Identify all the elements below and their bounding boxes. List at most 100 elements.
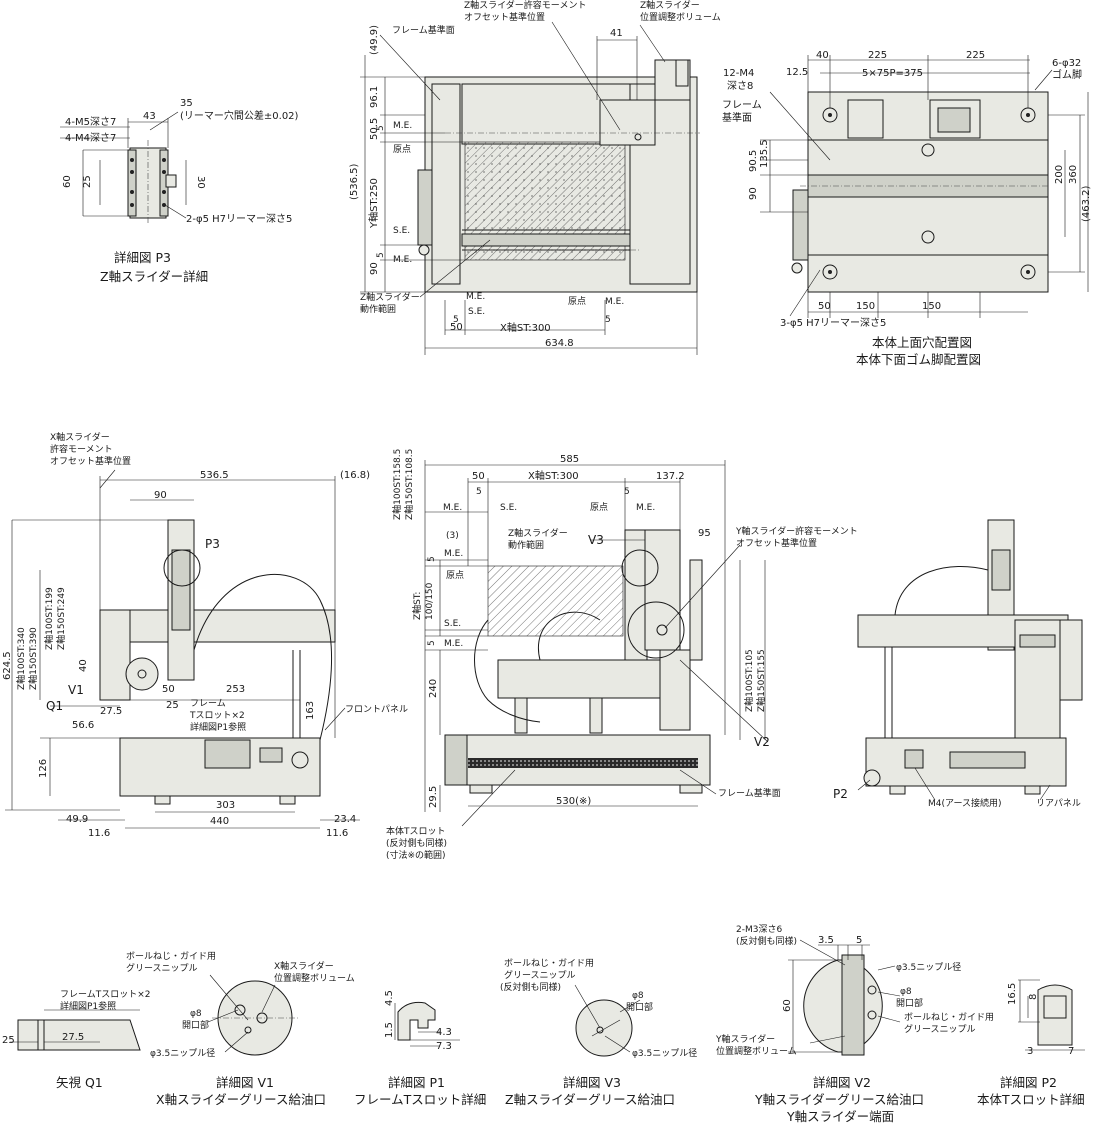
front-label: P3 — [205, 537, 220, 551]
rear-label: P2 — [833, 787, 848, 801]
detail-v2 — [788, 939, 901, 1056]
hole-label: 225 — [966, 50, 985, 61]
v3-label: (反対側も同様) — [500, 981, 561, 993]
side-label: M.E. — [443, 503, 462, 513]
v1-label: φ3.5ニップル径 — [150, 1047, 215, 1059]
p3-caption: Z軸スライダー詳細 — [100, 269, 208, 284]
top-label: Z軸スライダー許容モーメント — [464, 0, 586, 11]
top-label: 41 — [610, 28, 623, 39]
p1-caption: フレームTスロット詳細 — [354, 1092, 486, 1107]
side-label: (寸法※の範囲) — [386, 849, 446, 861]
v2-label: 3.5 — [818, 935, 834, 946]
top-label: 原点 — [568, 296, 586, 307]
front-label: (16.8) — [340, 470, 370, 481]
front-label: オフセット基準位置 — [50, 455, 131, 467]
front-label: Z軸100ST:340 — [15, 627, 27, 690]
side-label: 原点 — [446, 570, 464, 581]
top-label: 動作範囲 — [360, 303, 396, 315]
side-label: S.E. — [444, 619, 461, 629]
side-label: 本体Tスロット — [386, 825, 446, 837]
side-label: 5 — [427, 556, 437, 562]
top-label: M.E. — [393, 255, 412, 265]
top-view — [360, 21, 700, 355]
p1-label: 7.3 — [436, 1041, 452, 1052]
p2-label: 8 — [1028, 994, 1039, 1000]
top-label: フレーム基準面 — [392, 24, 455, 36]
rear-label: M4(アース接続用) — [928, 797, 1002, 809]
side-label: Z軸ST: — [411, 592, 423, 620]
v2-label: 60 — [782, 999, 793, 1012]
side-label: 137.2 — [656, 471, 685, 482]
v2-label: (反対側も同様) — [736, 935, 797, 947]
top-label: 位置調整ボリューム — [640, 11, 721, 23]
top-label: X軸ST:300 — [500, 321, 551, 334]
detail-p3 — [60, 111, 187, 225]
front-label: フレーム — [190, 698, 226, 709]
v2-label: 開口部 — [896, 997, 923, 1009]
p1-label: 1.5 — [384, 1022, 395, 1038]
side-label: Y軸スライダー許容モーメント — [735, 525, 858, 537]
hole-label: 5×75P=375 — [862, 68, 923, 79]
side-label: フレーム基準面 — [718, 787, 781, 799]
front-label: 40 — [78, 659, 89, 672]
side-label: 29.5 — [428, 786, 439, 808]
front-label: 許容モーメント — [50, 443, 113, 455]
hole-caption: 本体下面ゴム脚配置図 — [856, 352, 981, 367]
p3-label: 43 — [143, 111, 156, 122]
hole-label: 150 — [856, 301, 875, 312]
front-label: X軸スライダー — [50, 431, 110, 443]
side-label: 100/150 — [425, 582, 435, 620]
v1-caption: 詳細図 V1 — [216, 1075, 274, 1090]
v2-label: Y軸スライダー — [715, 1033, 775, 1045]
top-label: M.E. — [393, 121, 412, 131]
side-label: Z軸150ST:108.5 — [403, 449, 415, 520]
q1-caption: 矢視 Q1 — [56, 1075, 103, 1090]
p3-label: 2-φ5 H7リーマー深さ5 — [186, 213, 292, 225]
v1-label: 開口部 — [182, 1019, 209, 1031]
front-label: 253 — [226, 684, 245, 695]
side-label: Z軸100ST:158.5 — [391, 449, 403, 520]
v3-caption: 詳細図 V3 — [563, 1075, 621, 1090]
side-label: 585 — [560, 454, 579, 465]
p1-label: 4.5 — [384, 990, 395, 1006]
v2-label: 位置調整ボリューム — [716, 1045, 797, 1057]
top-label: 5 — [376, 252, 386, 258]
hole-label: 90 — [748, 187, 759, 200]
front-label: 23.4 — [334, 814, 356, 825]
top-label: (536.5) — [349, 163, 360, 200]
front-label: 90 — [154, 490, 167, 501]
hole-label: ゴム脚 — [1052, 68, 1082, 81]
front-label: 624.5 — [2, 651, 13, 680]
side-label: M.E. — [444, 549, 463, 559]
front-label: Z軸150ST:390 — [27, 627, 39, 690]
top-label: Y軸ST:250 — [367, 178, 380, 229]
top-label: 5 — [376, 125, 386, 131]
p3-label: 25 — [82, 175, 93, 188]
side-label: 原点 — [590, 502, 608, 513]
side-label: S.E. — [500, 503, 517, 513]
p3-label: 60 — [62, 175, 73, 188]
rear-view — [857, 519, 1083, 801]
q1-label: 25 — [2, 1035, 15, 1046]
side-label: (3) — [446, 531, 459, 541]
q1-label: 詳細図P1参照 — [60, 1000, 116, 1012]
hole-label: 6-φ32 — [1052, 58, 1081, 69]
front-label: 126 — [38, 759, 49, 778]
v2-label: φ8 — [900, 987, 912, 997]
side-label: 5 — [476, 487, 482, 497]
front-label: Z軸100ST:199 — [43, 587, 55, 650]
side-label: Z軸150ST:155 — [755, 649, 767, 712]
front-label: 56.6 — [72, 720, 94, 731]
top-label: 96.1 — [369, 86, 380, 108]
side-label: 5 — [427, 640, 437, 646]
hole-layout-view — [760, 55, 1089, 318]
top-label: M.E. — [466, 292, 485, 302]
v2-caption: 詳細図 V2 — [813, 1075, 871, 1090]
hole-label: (463.2) — [1081, 185, 1092, 222]
front-label: 440 — [210, 816, 229, 827]
side-label: X軸ST:300 — [528, 469, 579, 482]
top-label: Z軸スライダー — [640, 0, 700, 11]
front-label: 27.5 — [100, 706, 122, 717]
v3-label: φ3.5ニップル径 — [632, 1047, 697, 1059]
